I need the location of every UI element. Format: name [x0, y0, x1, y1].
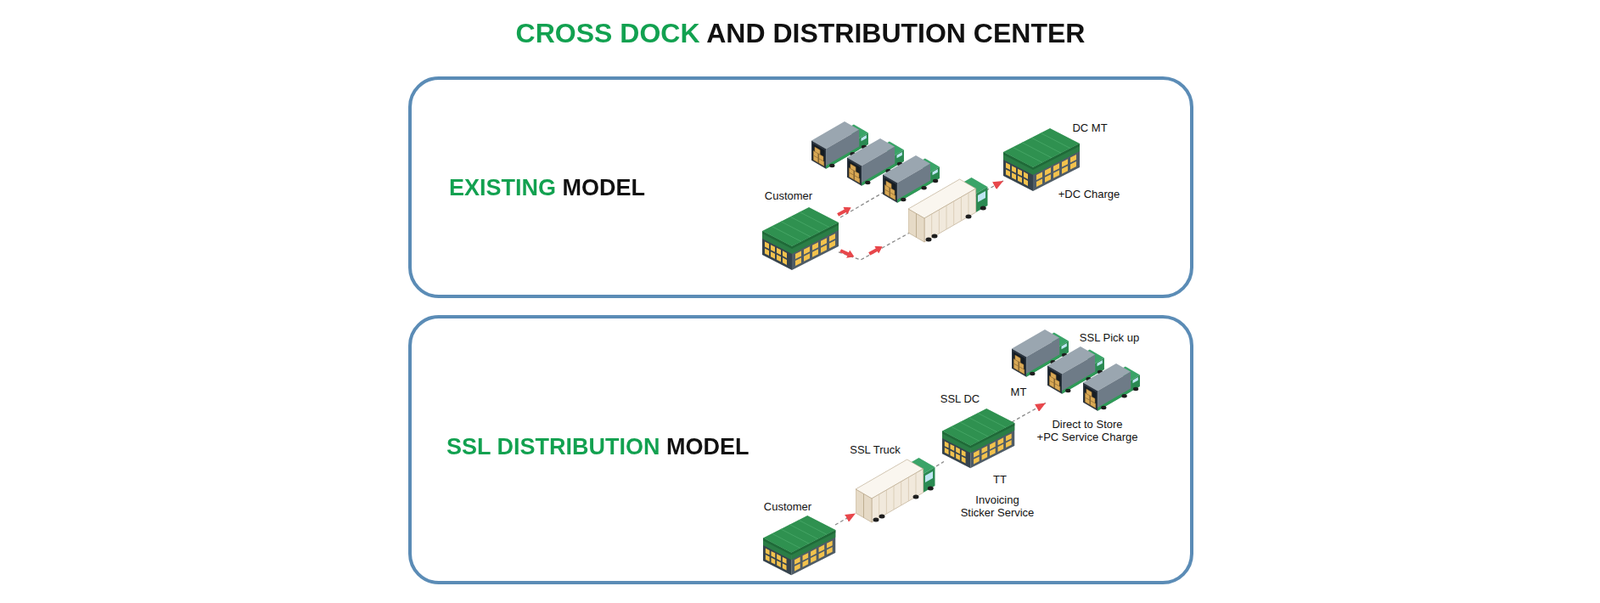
node-label: Customer [764, 190, 813, 203]
red-arrow [836, 203, 854, 219]
node-label: +DC Charge [1058, 188, 1121, 202]
illustrated-node: Customer [762, 206, 839, 271]
model-heading: SSL DISTRIBUTION MODEL [446, 433, 750, 461]
connector-label: MT [1009, 385, 1029, 399]
illustrated-node: SSL Pick upDirect to Store+PC Service Ch… [1045, 341, 1141, 411]
node-label: +PC Service Charge [1037, 431, 1139, 444]
illustrated-node: SSL DCTTInvoicingSticker Service [943, 414, 1012, 468]
warehouse-icon [762, 207, 839, 270]
truck-icon [1083, 363, 1140, 411]
node-label: TT [993, 473, 1007, 487]
flow-connector [835, 512, 856, 525]
illustrated-node: SSL Truck [855, 456, 937, 524]
red-arrow [867, 242, 886, 258]
trailer-truck-icon [855, 457, 936, 523]
model-panel: SSL DISTRIBUTION MODELCustomerSSL TruckS… [408, 314, 1194, 584]
node-label: DC MT [1072, 122, 1107, 135]
diagram-title: CROSS DOCK AND DISTRIBUTION CENTER [516, 17, 1086, 50]
flow-connector [1011, 403, 1046, 423]
flow-connector [936, 461, 944, 466]
node-label: Invoicing [975, 494, 1019, 507]
model-heading: EXISTING MODEL [449, 174, 646, 202]
warehouse-icon [763, 515, 837, 575]
illustrated-node: DC MT+DC Charge [1003, 127, 1080, 192]
warehouse-icon [1003, 128, 1080, 191]
node-label: Sticker Service [960, 506, 1035, 520]
node-label: Customer [763, 500, 812, 514]
model-panel: EXISTING MODELCustomerDC MT+DC Charge [408, 76, 1194, 298]
node-label: Direct to Store [1051, 418, 1123, 432]
node-label: SSL DC [940, 392, 980, 406]
warehouse-icon [942, 408, 1016, 468]
red-arrow [838, 246, 857, 260]
illustrated-node: Customer [763, 514, 836, 576]
trailer-truck-icon [908, 177, 989, 242]
node-label: SSL Truck [849, 443, 900, 457]
node-label: SSL Pick up [1079, 331, 1140, 345]
